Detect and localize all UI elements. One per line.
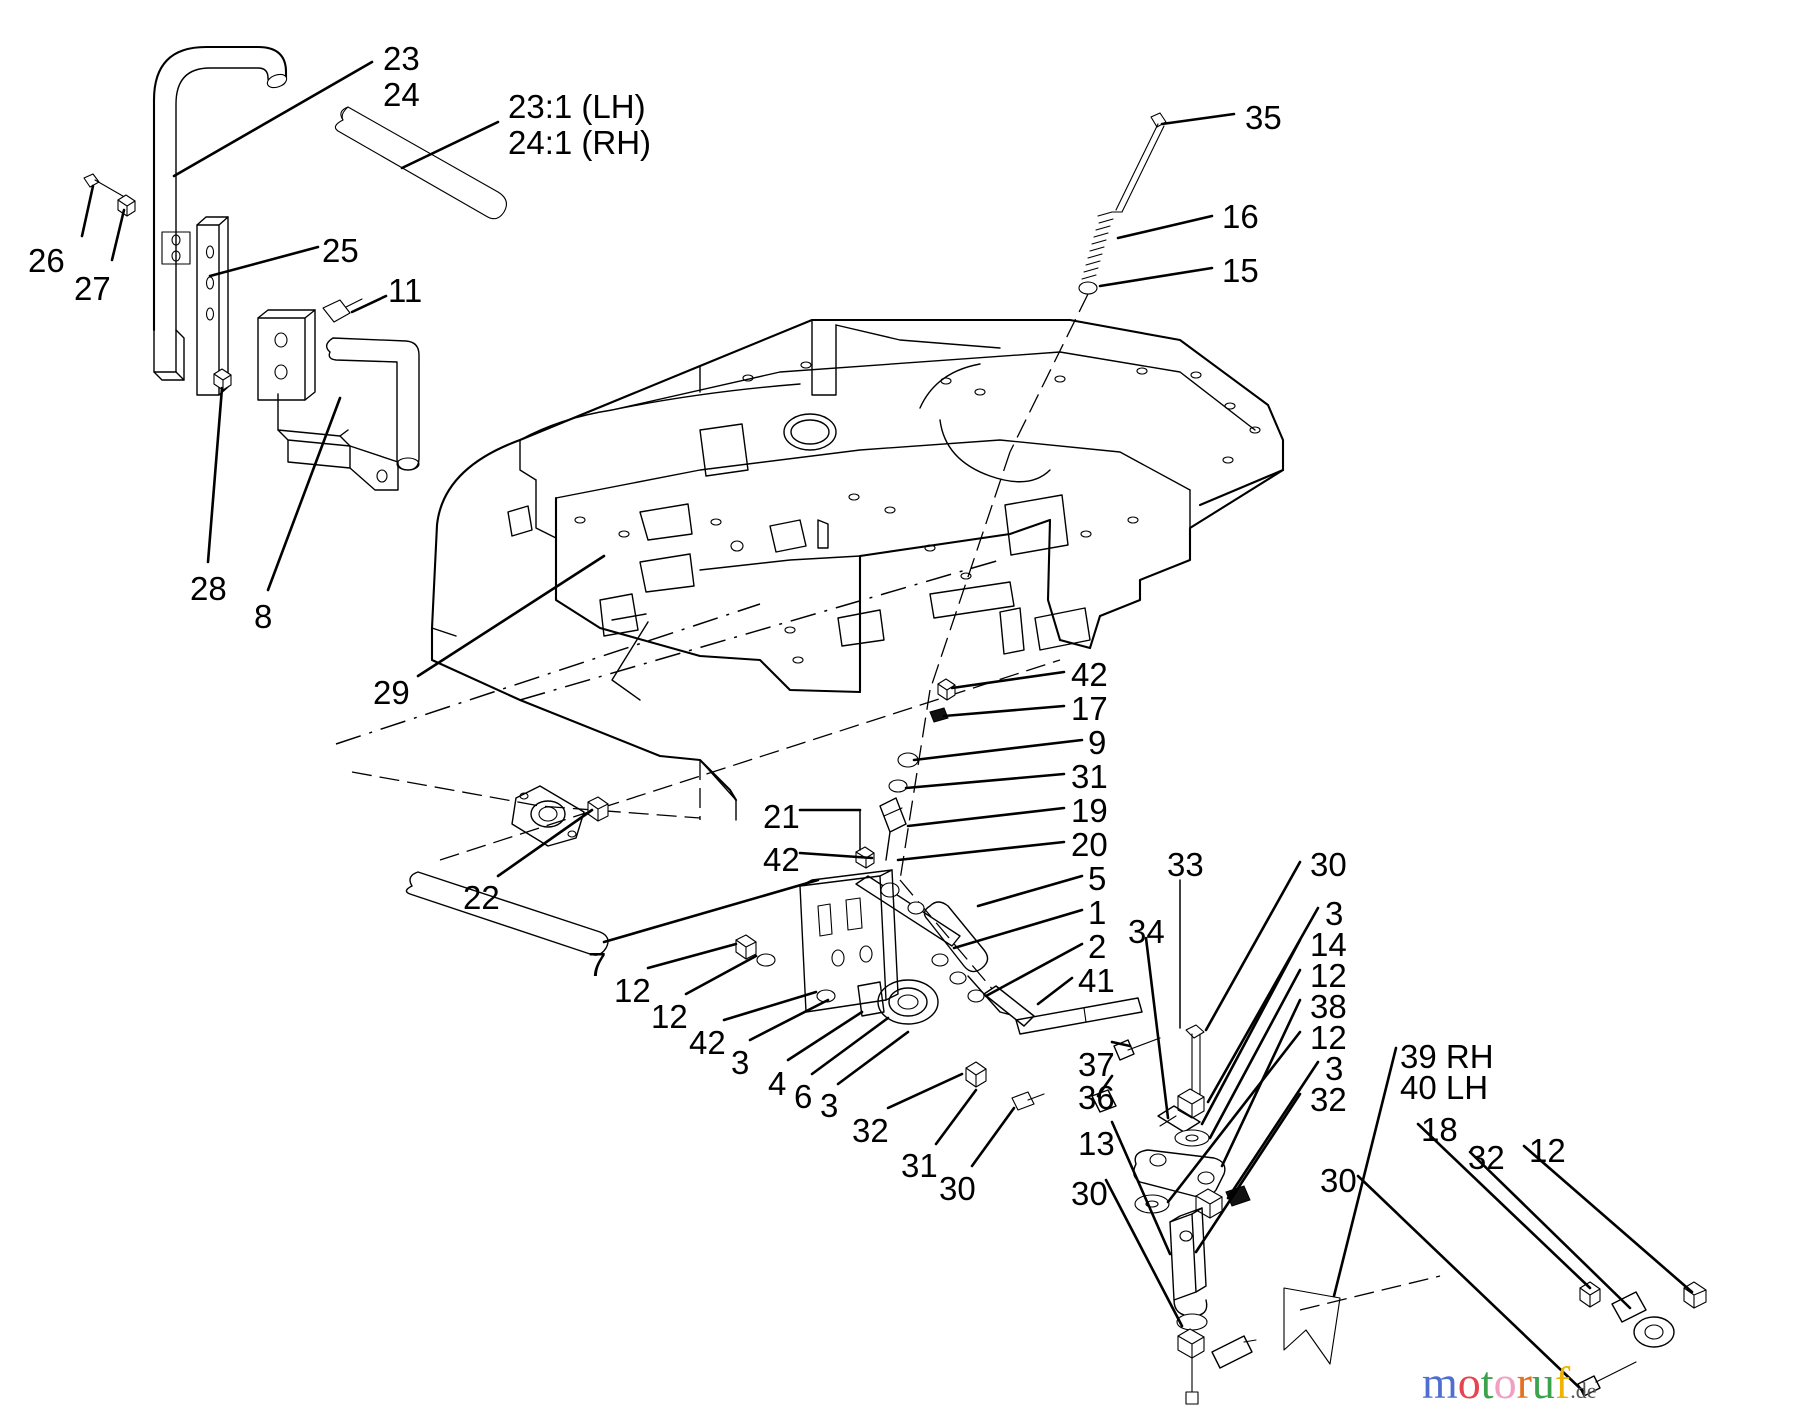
- callout-27: 27: [74, 270, 111, 307]
- callout-16: 16: [1222, 198, 1259, 235]
- watermark-letter: t: [1480, 1357, 1494, 1408]
- watermark-letter: o: [1493, 1357, 1517, 1408]
- callout-39-rh: 39 RH: [1400, 1038, 1494, 1075]
- callout-26: 26: [28, 242, 65, 279]
- callout-12: 12: [1310, 1019, 1347, 1056]
- callout-31: 31: [1071, 758, 1108, 795]
- callout-3: 3: [1325, 1050, 1344, 1087]
- callout-12: 12: [1310, 957, 1347, 994]
- callout-30: 30: [1320, 1162, 1357, 1199]
- callout-33: 33: [1167, 846, 1204, 883]
- callout-25: 25: [322, 232, 359, 269]
- callout-30: 30: [1071, 1175, 1108, 1212]
- far-right-bottom-assembly: [1577, 1281, 1707, 1397]
- callout-13: 13: [1078, 1125, 1115, 1162]
- callout-21: 21: [763, 798, 800, 835]
- watermark-letter: r: [1516, 1357, 1532, 1408]
- bracket-25: [161, 216, 229, 396]
- callout-42: 42: [689, 1024, 726, 1061]
- callout-28: 28: [190, 570, 227, 607]
- callout-20: 20: [1071, 826, 1108, 863]
- callout-11: 11: [388, 272, 423, 309]
- callout-30: 30: [939, 1170, 976, 1207]
- callout-31: 31: [901, 1147, 938, 1184]
- callout-32: 32: [852, 1112, 889, 1149]
- callout-42: 42: [1071, 656, 1108, 693]
- watermark-letter: m: [1422, 1357, 1458, 1408]
- callout-4: 4: [768, 1065, 787, 1102]
- callout-22: 22: [463, 879, 500, 916]
- center-hardware-stack: [855, 678, 1143, 1111]
- watermark-letter: o: [1457, 1357, 1481, 1408]
- callout-5: 5: [1088, 860, 1107, 897]
- callout-24: 24: [383, 76, 420, 113]
- handle-bar-assembly: [152, 45, 288, 381]
- callout-12: 12: [614, 972, 651, 1009]
- callout-32: 32: [1468, 1139, 1505, 1176]
- lower-left-assembly: [405, 785, 939, 1025]
- handle-grip: [334, 106, 507, 220]
- leader-lines: [80, 60, 1694, 1394]
- callout-42: 42: [763, 841, 800, 878]
- callout-1: 1: [1088, 894, 1107, 931]
- callout-2: 2: [1088, 928, 1107, 965]
- callout-3: 3: [1325, 895, 1344, 932]
- callout-23-1-lh-: 23:1 (LH): [508, 88, 646, 125]
- callout-30: 30: [1310, 846, 1347, 883]
- callout-29: 29: [373, 674, 410, 711]
- callout-14: 14: [1310, 926, 1347, 963]
- watermark-suffix: .de: [1570, 1378, 1597, 1403]
- callout-19: 19: [1071, 792, 1108, 829]
- callout-36: 36: [1078, 1079, 1115, 1116]
- callout-12: 12: [1529, 1132, 1566, 1169]
- callout-7: 7: [588, 946, 607, 983]
- pivot-arm-assembly: [213, 298, 420, 491]
- callout-37: 37: [1078, 1046, 1115, 1083]
- callout-41: 41: [1078, 962, 1115, 999]
- motoruf-watermark: motoruf.de: [1422, 1360, 1596, 1406]
- callout-35: 35: [1245, 99, 1282, 136]
- callout-15: 15: [1222, 252, 1259, 289]
- callout-8: 8: [254, 598, 273, 635]
- callout-12: 12: [651, 998, 688, 1035]
- callout-3: 3: [731, 1044, 750, 1081]
- callout-23: 23: [383, 40, 420, 77]
- spring-rod-assembly: [899, 112, 1167, 1011]
- watermark-letter: u: [1531, 1357, 1555, 1408]
- bolt-26-nut-27: [83, 173, 136, 217]
- callout-32: 32: [1310, 1081, 1347, 1118]
- callout-3: 3: [820, 1087, 839, 1124]
- callout-24-1-rh-: 24:1 (RH): [508, 124, 652, 161]
- mower-deck: [335, 318, 1285, 861]
- callout-17: 17: [1071, 690, 1108, 727]
- callout-38: 38: [1310, 988, 1347, 1025]
- callout-9: 9: [1088, 724, 1107, 761]
- callout-40-lh: 40 LH: [1400, 1069, 1489, 1106]
- watermark-letter: f: [1554, 1357, 1571, 1408]
- callout-18: 18: [1421, 1111, 1458, 1148]
- callout-6: 6: [794, 1078, 813, 1115]
- callout-34: 34: [1128, 913, 1165, 950]
